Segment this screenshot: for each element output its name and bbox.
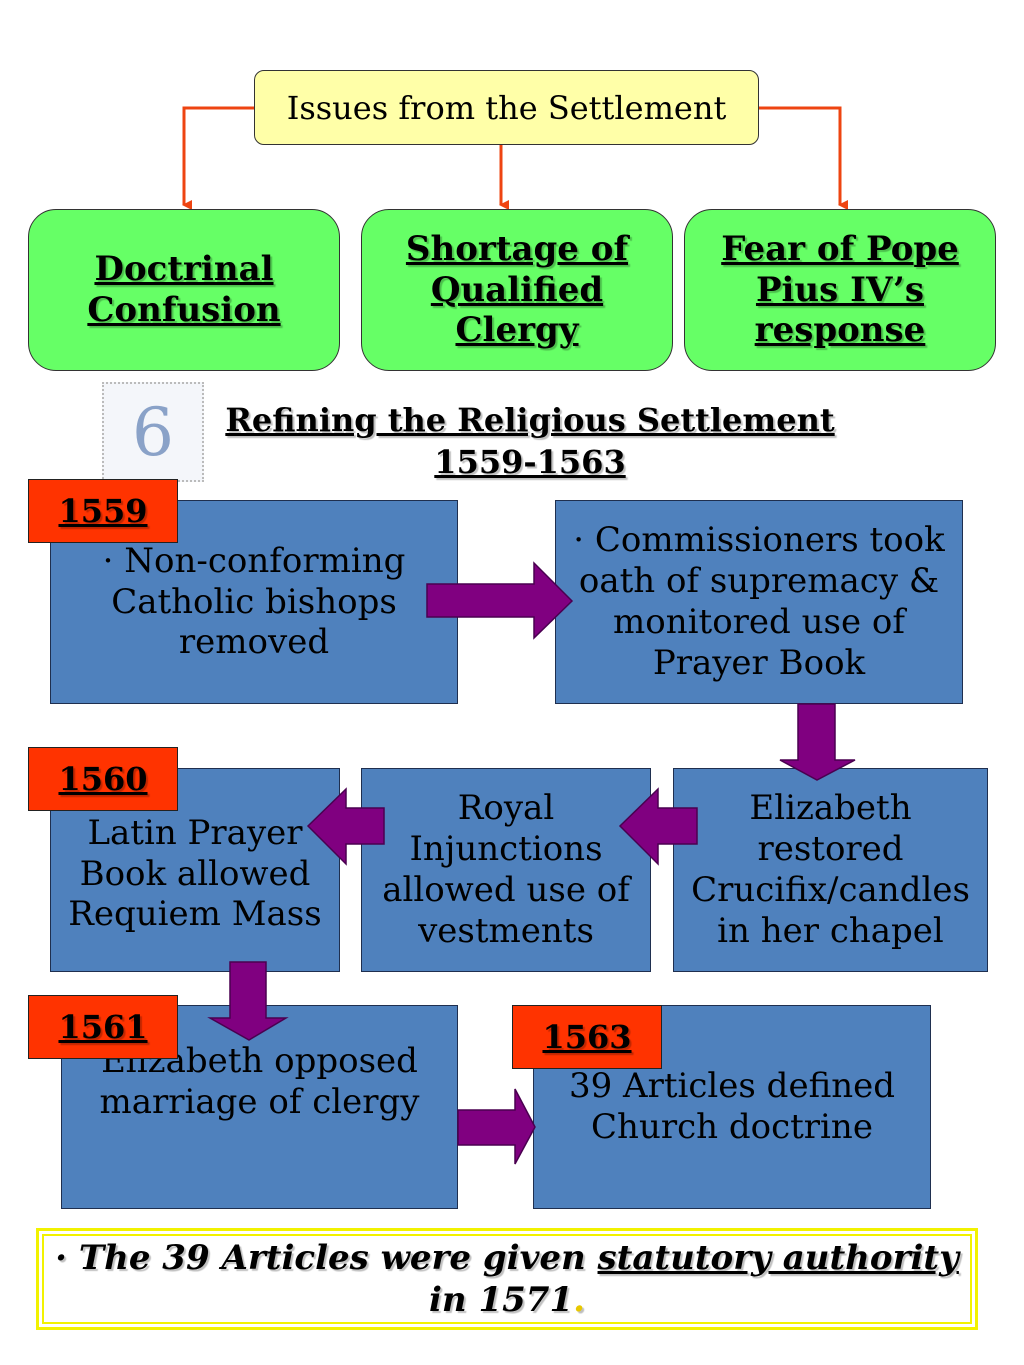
section-heading-line1: Refining the Religious Settlement	[225, 401, 835, 439]
box-latin-prayer-book-text: Latin Prayer Book allowed Requiem Mass	[68, 812, 322, 935]
number-six-badge-text: 6	[132, 393, 174, 471]
note-bullet: ·	[55, 1237, 67, 1278]
arrow-right-row1	[426, 561, 574, 640]
box-commissioners-text: · Commissioners took oath of supremacy &…	[573, 520, 945, 683]
arrow-left-latin	[306, 787, 385, 866]
year-badge-1559: 1559	[28, 479, 178, 543]
box-crucifix-candles: Elizabeth restored Crucifix/candles in h…	[673, 768, 988, 972]
settlement-issues-title-text: Issues from the Settlement	[286, 88, 727, 127]
arrow-down-commissioners	[779, 703, 856, 781]
issue-clergy-shortage: Shortage of Qualified Clergy	[361, 209, 673, 371]
box-39-articles-text: 39 Articles defined Church doctrine	[568, 1066, 896, 1147]
year-badge-1561: 1561	[28, 995, 178, 1059]
statutory-authority-note: · The 39 Articles were given statutory a…	[36, 1228, 978, 1330]
issue-pope-response-text: Fear of Pope Pius IV’s response	[721, 228, 959, 351]
box-royal-injunctions: Royal Injunctions allowed use of vestmen…	[361, 768, 651, 972]
box-royal-injunctions-text: Royal Injunctions allowed use of vestmen…	[382, 788, 630, 951]
arrow-down-latin	[207, 961, 289, 1041]
connector-right	[759, 106, 848, 210]
issue-doctrinal-confusion: Doctrinal Confusion	[28, 209, 340, 371]
box-crucifix-candles-text: Elizabeth restored Crucifix/candles in h…	[691, 788, 970, 951]
box-commissioners: · Commissioners took oath of supremacy &…	[555, 500, 963, 704]
year-badge-1560-text: 1560	[58, 760, 148, 798]
box-clergy-marriage-text: Elizabeth opposed marriage of clergy	[99, 1041, 420, 1122]
note-emphasis: statutory authority	[597, 1237, 959, 1278]
year-badge-1561-text: 1561	[58, 1008, 148, 1046]
note-part1: The 39 Articles were given	[78, 1237, 586, 1278]
settlement-issues-title: Issues from the Settlement	[254, 70, 759, 145]
note-part2: in 1571	[429, 1280, 574, 1320]
arrow-right-row3	[457, 1088, 536, 1165]
arrow-left-injunctions	[618, 787, 698, 866]
year-badge-1563-text: 1563	[542, 1018, 632, 1056]
section-heading-line2: 1559-1563	[434, 442, 626, 481]
box-bishops-removed-text: · Non-conforming Catholic bishops remove…	[102, 540, 406, 663]
year-badge-1559-text: 1559	[58, 492, 148, 530]
issue-clergy-shortage-text: Shortage of Qualified Clergy	[405, 228, 629, 351]
connector-left	[182, 106, 254, 210]
number-six-icon: 6	[102, 382, 204, 482]
section-heading: Refining the Religious Settlement 1559-1…	[200, 400, 860, 483]
note-period: .	[573, 1280, 585, 1320]
issue-doctrinal-confusion-text: Doctrinal Confusion	[87, 249, 281, 330]
year-badge-1560: 1560	[28, 747, 178, 811]
issue-pope-response: Fear of Pope Pius IV’s response	[684, 209, 996, 371]
year-badge-1563: 1563	[512, 1005, 662, 1069]
